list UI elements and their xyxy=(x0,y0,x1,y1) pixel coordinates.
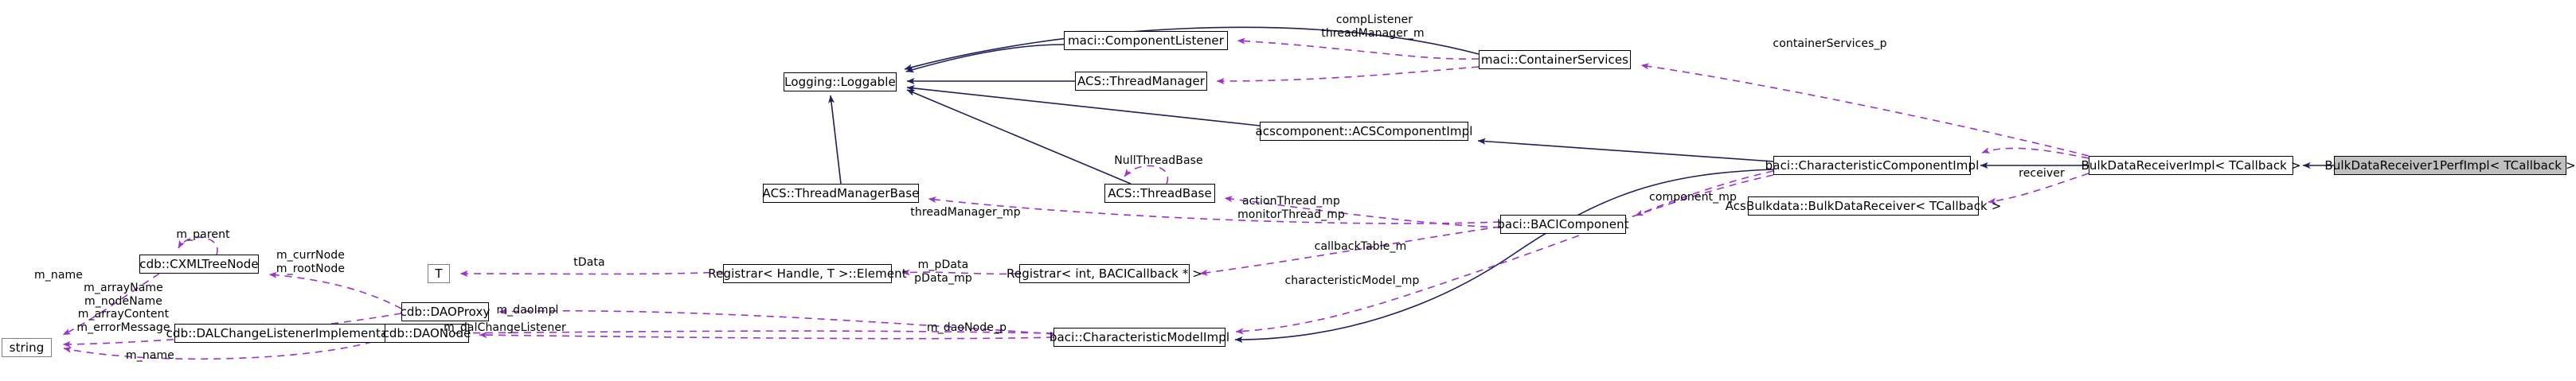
edge-usage-mdalchangelistener xyxy=(412,329,1054,336)
edge-label-characteristicmodel-mp: characteristicModel_mp xyxy=(1284,274,1420,287)
node-template-t[interactable]: T xyxy=(428,264,450,283)
edge-label-tdata: tData xyxy=(573,256,605,269)
edge-usage-characteristicmodel-mp xyxy=(1235,174,1774,335)
edge-usage-complistener xyxy=(1237,37,1480,60)
node-cdb-cxmltreenode[interactable]: cdb::CXMLTreeNode xyxy=(139,255,259,274)
edge-threadmanagerbase-loggable xyxy=(828,95,842,185)
edge-label-callbacktable-m: callbackTable_m xyxy=(1314,240,1407,253)
edge-threadbase-loggable xyxy=(906,89,1132,185)
edge-label-m-arrayname-group: m_arrayName m_nodeName m_arrayContent m_… xyxy=(76,282,170,334)
edge-usage-mparent xyxy=(178,236,218,255)
edge-usage-nullthreadbase xyxy=(1124,165,1169,185)
edge-label-m-dalchangelistener: m_dalChangeListener xyxy=(444,321,566,334)
edge-label-nullthreadbase: NullThreadBase xyxy=(1114,154,1203,167)
node-acscomponent-acscomponentimpl[interactable]: acscomponent::ACSComponentImpl xyxy=(1255,122,1472,141)
edge-usage-mdaonode-p xyxy=(479,332,1054,340)
edge-label-receiver: receiver xyxy=(2019,167,2065,180)
node-baci-bacicomponent[interactable]: baci::BACIComponent xyxy=(1497,215,1629,234)
node-bulkdatareceiver1perfimpl[interactable]: BulkDataReceiver1PerfImpl< TCallback > xyxy=(2324,156,2576,175)
edge-label-m-name-daonode: m_name xyxy=(126,349,174,362)
node-baci-characteristiccomponentimpl[interactable]: baci::CharacteristicComponentImpl xyxy=(1765,156,1979,175)
edge-label-threadmanager-mp: threadManager_mp xyxy=(910,206,1021,219)
node-cdb-daoproxy[interactable]: cdb::DAOProxy xyxy=(401,302,490,321)
edge-label-m-daonode-p: m_daoNode_p xyxy=(926,321,1007,334)
node-acs-threadbase[interactable]: ACS::ThreadBase xyxy=(1104,184,1215,203)
node-registrar-handle-t-element[interactable]: Registrar< Handle, T >::Element xyxy=(708,264,907,283)
node-registrar-int-bacicallback[interactable]: Registrar< int, BACICallback * > xyxy=(1007,264,1202,283)
node-maci-containerservices[interactable]: maci::ContainerServices xyxy=(1479,50,1631,69)
edge-usage-mname-daonode xyxy=(63,337,385,360)
node-baci-characteristicmodelimpl[interactable]: baci::CharacteristicModelImpl xyxy=(1050,328,1229,347)
edge-label-complistener: compListener xyxy=(1335,14,1413,26)
edge-label-threadmanager-m: threadManager_m xyxy=(1321,27,1425,40)
edge-usage-mname-cxml xyxy=(62,273,160,336)
edge-acscomponentimpl-loggable xyxy=(906,85,1261,126)
edge-charmodelimpl-charcompimpl xyxy=(1234,169,1774,343)
edge-usage-receiver xyxy=(1988,173,2089,204)
node-acsbulkdata-bulkdatareceiver[interactable]: AcsBulkdata::BulkDataReceiver< TCallback… xyxy=(1726,196,2001,216)
node-bulkdatareceiverimpl[interactable]: BulkDataReceiverImpl< TCallback > xyxy=(2082,156,2300,175)
edge-usage-receiver-upper xyxy=(1981,147,2089,159)
edge-label-m-parent: m_parent xyxy=(176,228,230,241)
edge-charcompimpl-acscomponentimpl xyxy=(1477,138,1774,162)
node-logging-loggable[interactable]: Logging::Loggable xyxy=(784,72,897,91)
edge-label-m-name-cxml: m_name xyxy=(34,269,83,282)
node-acs-threadmanager[interactable]: ACS::ThreadManager xyxy=(1075,72,1207,91)
node-cdb-dalchangelistenerimplementation[interactable]: cdb::DALChangeListenerImplementation xyxy=(166,324,411,343)
node-acs-threadmanagerbase[interactable]: ACS::ThreadManagerBase xyxy=(762,184,919,203)
node-maci-componentlistener[interactable]: maci::ComponentListener xyxy=(1064,31,1228,50)
edge-label-m-pdata: m_pData pData_mp xyxy=(914,259,972,285)
edge-usage-mdaoimpl xyxy=(498,308,1054,335)
edge-label-m-daoimpl: m_daoImpl xyxy=(496,304,559,317)
edge-label-component-mp: component_mp xyxy=(1649,191,1737,204)
edge-usage-mpdata xyxy=(901,269,1020,276)
edge-componentlistener-loggable xyxy=(905,44,1065,73)
edge-usage-threadmanager-m xyxy=(1216,66,1480,84)
node-cdb-daonode[interactable]: cdb::DAONode xyxy=(383,324,471,343)
edge-usage-actionthread-mp xyxy=(1224,196,1501,228)
edge-label-containerservices-p: containerServices_p xyxy=(1773,37,1887,50)
edge-containerservices-loggable xyxy=(904,26,1480,71)
edge-usage-containerservices-p xyxy=(1640,63,2089,157)
edge-usage-threadmanager-mp xyxy=(928,196,1501,224)
edge-label-actionthread-mp: actionThread_mp monitorThread_mp xyxy=(1237,195,1345,221)
edge-usage-mcurrnode xyxy=(268,271,402,309)
edge-label-m-currnode-rootnode: m_currNode m_rootNode xyxy=(276,249,346,275)
edge-usage-callbacktable-m xyxy=(1199,226,1501,276)
node-string[interactable]: string xyxy=(2,338,52,357)
edge-usage-tdata xyxy=(459,270,724,278)
